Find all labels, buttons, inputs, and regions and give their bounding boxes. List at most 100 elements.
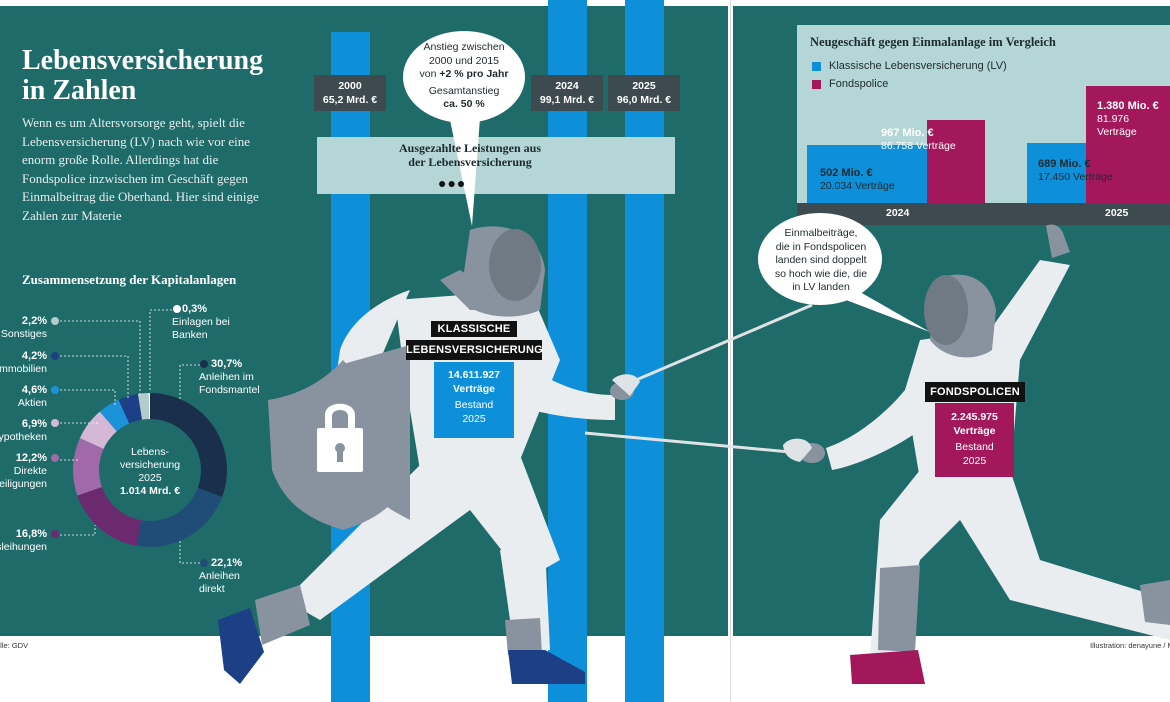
label: Direkte: [13, 465, 47, 477]
pct: 0,3%: [182, 303, 208, 315]
payout-title-line2: der Lebensversicherung: [408, 155, 532, 169]
bubble-line: Anstieg zwischen: [423, 41, 505, 53]
label: Ausleihungen: [0, 541, 47, 553]
pct: 4,2%: [21, 350, 47, 362]
bubble-payout: [403, 31, 525, 123]
tag-2025: 2025 96,0 Mrd. €: [608, 75, 680, 111]
tag-2024: 2024 99,1 Mrd. €: [531, 75, 603, 111]
value: 967 Mio. €: [881, 127, 934, 139]
tag-value: 96,0 Mrd. €: [616, 94, 672, 106]
pillar-2025: [625, 0, 664, 702]
value: 502 Mio. €: [820, 167, 873, 179]
bubble-line: Gesamtanstieg: [428, 84, 500, 97]
tag-value: 99,1 Mrd. €: [539, 94, 595, 106]
pct: 2,2%: [21, 315, 47, 327]
legend-lv: Klassische Lebensversicherung (LV): [812, 60, 1007, 72]
bar-fp-2025: [1086, 86, 1170, 203]
contracts: 17.450 Verträge: [1038, 171, 1113, 183]
bubble-line: von: [419, 68, 440, 80]
label: Banken: [172, 329, 208, 341]
fonds-stats: 2.245.975 Verträge Bestand 2025: [935, 411, 1014, 468]
pct: 12,2%: [15, 452, 47, 464]
donut-center-line1: Lebens-: [131, 446, 169, 458]
label: Aktien: [17, 397, 47, 409]
legend-swatch-lv: [812, 61, 821, 71]
bubble-line: so hoch wie die, die: [774, 267, 868, 280]
fonds-statbox: [935, 403, 1014, 477]
legend-swatch-fp: [812, 79, 821, 89]
label-ausleihungen: 16,8%Ausleihungen: [0, 528, 47, 554]
comparison-title: Neugeschäft gegen Einmalanlage im Vergle…: [810, 35, 1056, 49]
label-immobilien: 4,2%Immobilien: [0, 350, 47, 376]
label: Anleihen im: [199, 371, 254, 383]
label: Anleihen: [199, 570, 240, 582]
contracts: 81.976 Verträge: [1097, 113, 1137, 138]
bar-label-fp-2025: 1.380 Mio. €81.976 Verträge: [1097, 100, 1170, 139]
label: Hypotheken: [0, 431, 47, 443]
bubble-line-bold: +2 % pro Jahr: [439, 68, 509, 80]
legend-fp: Fondspolice: [812, 78, 888, 90]
fonds-bubble-text: Einmalbeiträge, die in Fondspolicen land…: [762, 227, 880, 295]
label-hypotheken: 6,9%Hypotheken: [0, 418, 47, 444]
bar-label-lv-2025: 689 Mio. €17.450 Verträge: [1038, 158, 1113, 184]
classic-sub: 2025: [462, 412, 486, 425]
axis-label-2025: 2025: [1105, 207, 1129, 219]
payout-title: Ausgezahlte Leistungen aus der Lebensver…: [370, 141, 570, 169]
classic-unit: Verträge: [452, 382, 496, 395]
tag-year: 2025: [632, 80, 656, 92]
label: Fondsmantel: [199, 384, 260, 396]
label-aktien: 4,6%Aktien: [18, 384, 47, 410]
fonds-label: FONDSPOLICEN: [925, 382, 1025, 402]
bar-fp-2024: [927, 120, 985, 203]
pct: 4,6%: [21, 384, 47, 396]
contracts: 20.034 Verträge: [820, 180, 895, 192]
bar-lv-2024: [807, 145, 927, 203]
label: Beteiligungen: [0, 478, 47, 490]
pct: 30,7%: [211, 358, 243, 370]
bubble-line: 2000 und 2015: [428, 54, 500, 67]
legend-label: Klassische Lebensversicherung (LV): [829, 60, 1007, 72]
bar-label-lv-2024: 502 Mio. €20.034 Verträge: [820, 167, 895, 193]
label: direkt: [199, 583, 225, 595]
payout-panel: [317, 137, 675, 194]
pct: 6,9%: [21, 418, 47, 430]
fonds-sub: Bestand: [955, 441, 994, 453]
contracts: 86.758 Verträge: [881, 140, 956, 152]
bubble-line-bold: ca. 50 %: [443, 98, 485, 110]
fonds-unit: Verträge: [953, 424, 996, 437]
fonds-sub: 2025: [962, 454, 987, 467]
tag-value: 65,2 Mrd. €: [322, 94, 378, 106]
value: 689 Mio. €: [1038, 158, 1091, 170]
pct: 22,1%: [211, 557, 243, 569]
tag-2000: 2000 65,2 Mrd. €: [314, 75, 386, 111]
tag-year: 2024: [555, 80, 579, 92]
credit-note: Illustration: denayune / Majd: [1090, 641, 1170, 650]
label: Einlagen bei: [172, 316, 230, 328]
classic-label-1: KLASSISCHE: [431, 321, 517, 337]
page-title: Lebensversicherung in Zahlen: [22, 45, 264, 106]
bubble-line: in LV landen: [792, 281, 850, 293]
bubble-line: Einmalbeiträge,: [784, 227, 858, 239]
payout-title-line1: Ausgezahlte Leistungen aus: [398, 141, 541, 155]
bubble-fonds: [758, 213, 882, 305]
donut-center-line3: 2025: [138, 472, 162, 484]
intro-text: Wenn es um Altersvorsorge geht, spielt d…: [22, 115, 259, 223]
payout-bubble-text: Anstieg zwischen 2000 und 2015 von +2 % …: [405, 41, 523, 112]
axis-label-2024: 2024: [886, 207, 910, 219]
classic-sub: Bestand: [454, 399, 494, 411]
tag-year: 2000: [338, 80, 362, 92]
label-sonstiges: 2,2%Sonstiges: [1, 315, 47, 341]
donut-center-line2: versicherung: [119, 459, 181, 471]
comparison-axis: [797, 203, 1170, 225]
pct: 16,8%: [15, 528, 47, 540]
fonds-count: 2.245.975: [951, 411, 998, 423]
label-beteiligungen: 12,2%DirekteBeteiligungen: [0, 452, 47, 491]
classic-label-2: LEBENSVERSICHERUNG: [406, 340, 543, 360]
classic-count: 14.611.927: [448, 369, 500, 381]
label: Sonstiges: [0, 328, 47, 340]
